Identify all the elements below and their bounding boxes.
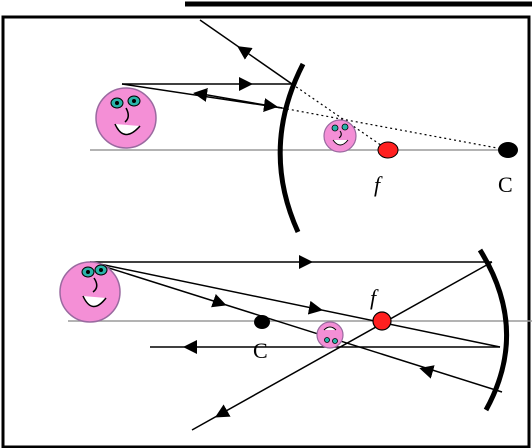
reflected-ray-back <box>195 92 283 109</box>
virtual-extension-center <box>281 107 509 151</box>
focal-label-top: f <box>374 172 383 197</box>
image-face-top <box>323 119 357 153</box>
focal-point-bottom <box>372 311 392 331</box>
center-point-bottom <box>254 315 270 329</box>
convex-mirror <box>277 62 306 234</box>
top-panel: f C <box>90 19 518 234</box>
bottom-panel: C f <box>59 248 532 431</box>
diagram-frame <box>1 15 531 448</box>
concave-mirror <box>477 248 509 412</box>
image-face-bottom <box>316 321 344 349</box>
focal-point-top <box>377 141 399 159</box>
center-label-top: C <box>498 172 513 197</box>
object-face-top <box>95 87 157 149</box>
object-face-bottom <box>59 261 121 323</box>
center-label-bottom: C <box>253 338 268 363</box>
reflected-ray-through-focus <box>191 261 493 431</box>
incident-ray-focal-b <box>89 261 501 348</box>
center-point-top <box>498 142 518 158</box>
focal-label-bottom: f <box>370 285 379 310</box>
reflected-ray-up <box>199 19 293 85</box>
